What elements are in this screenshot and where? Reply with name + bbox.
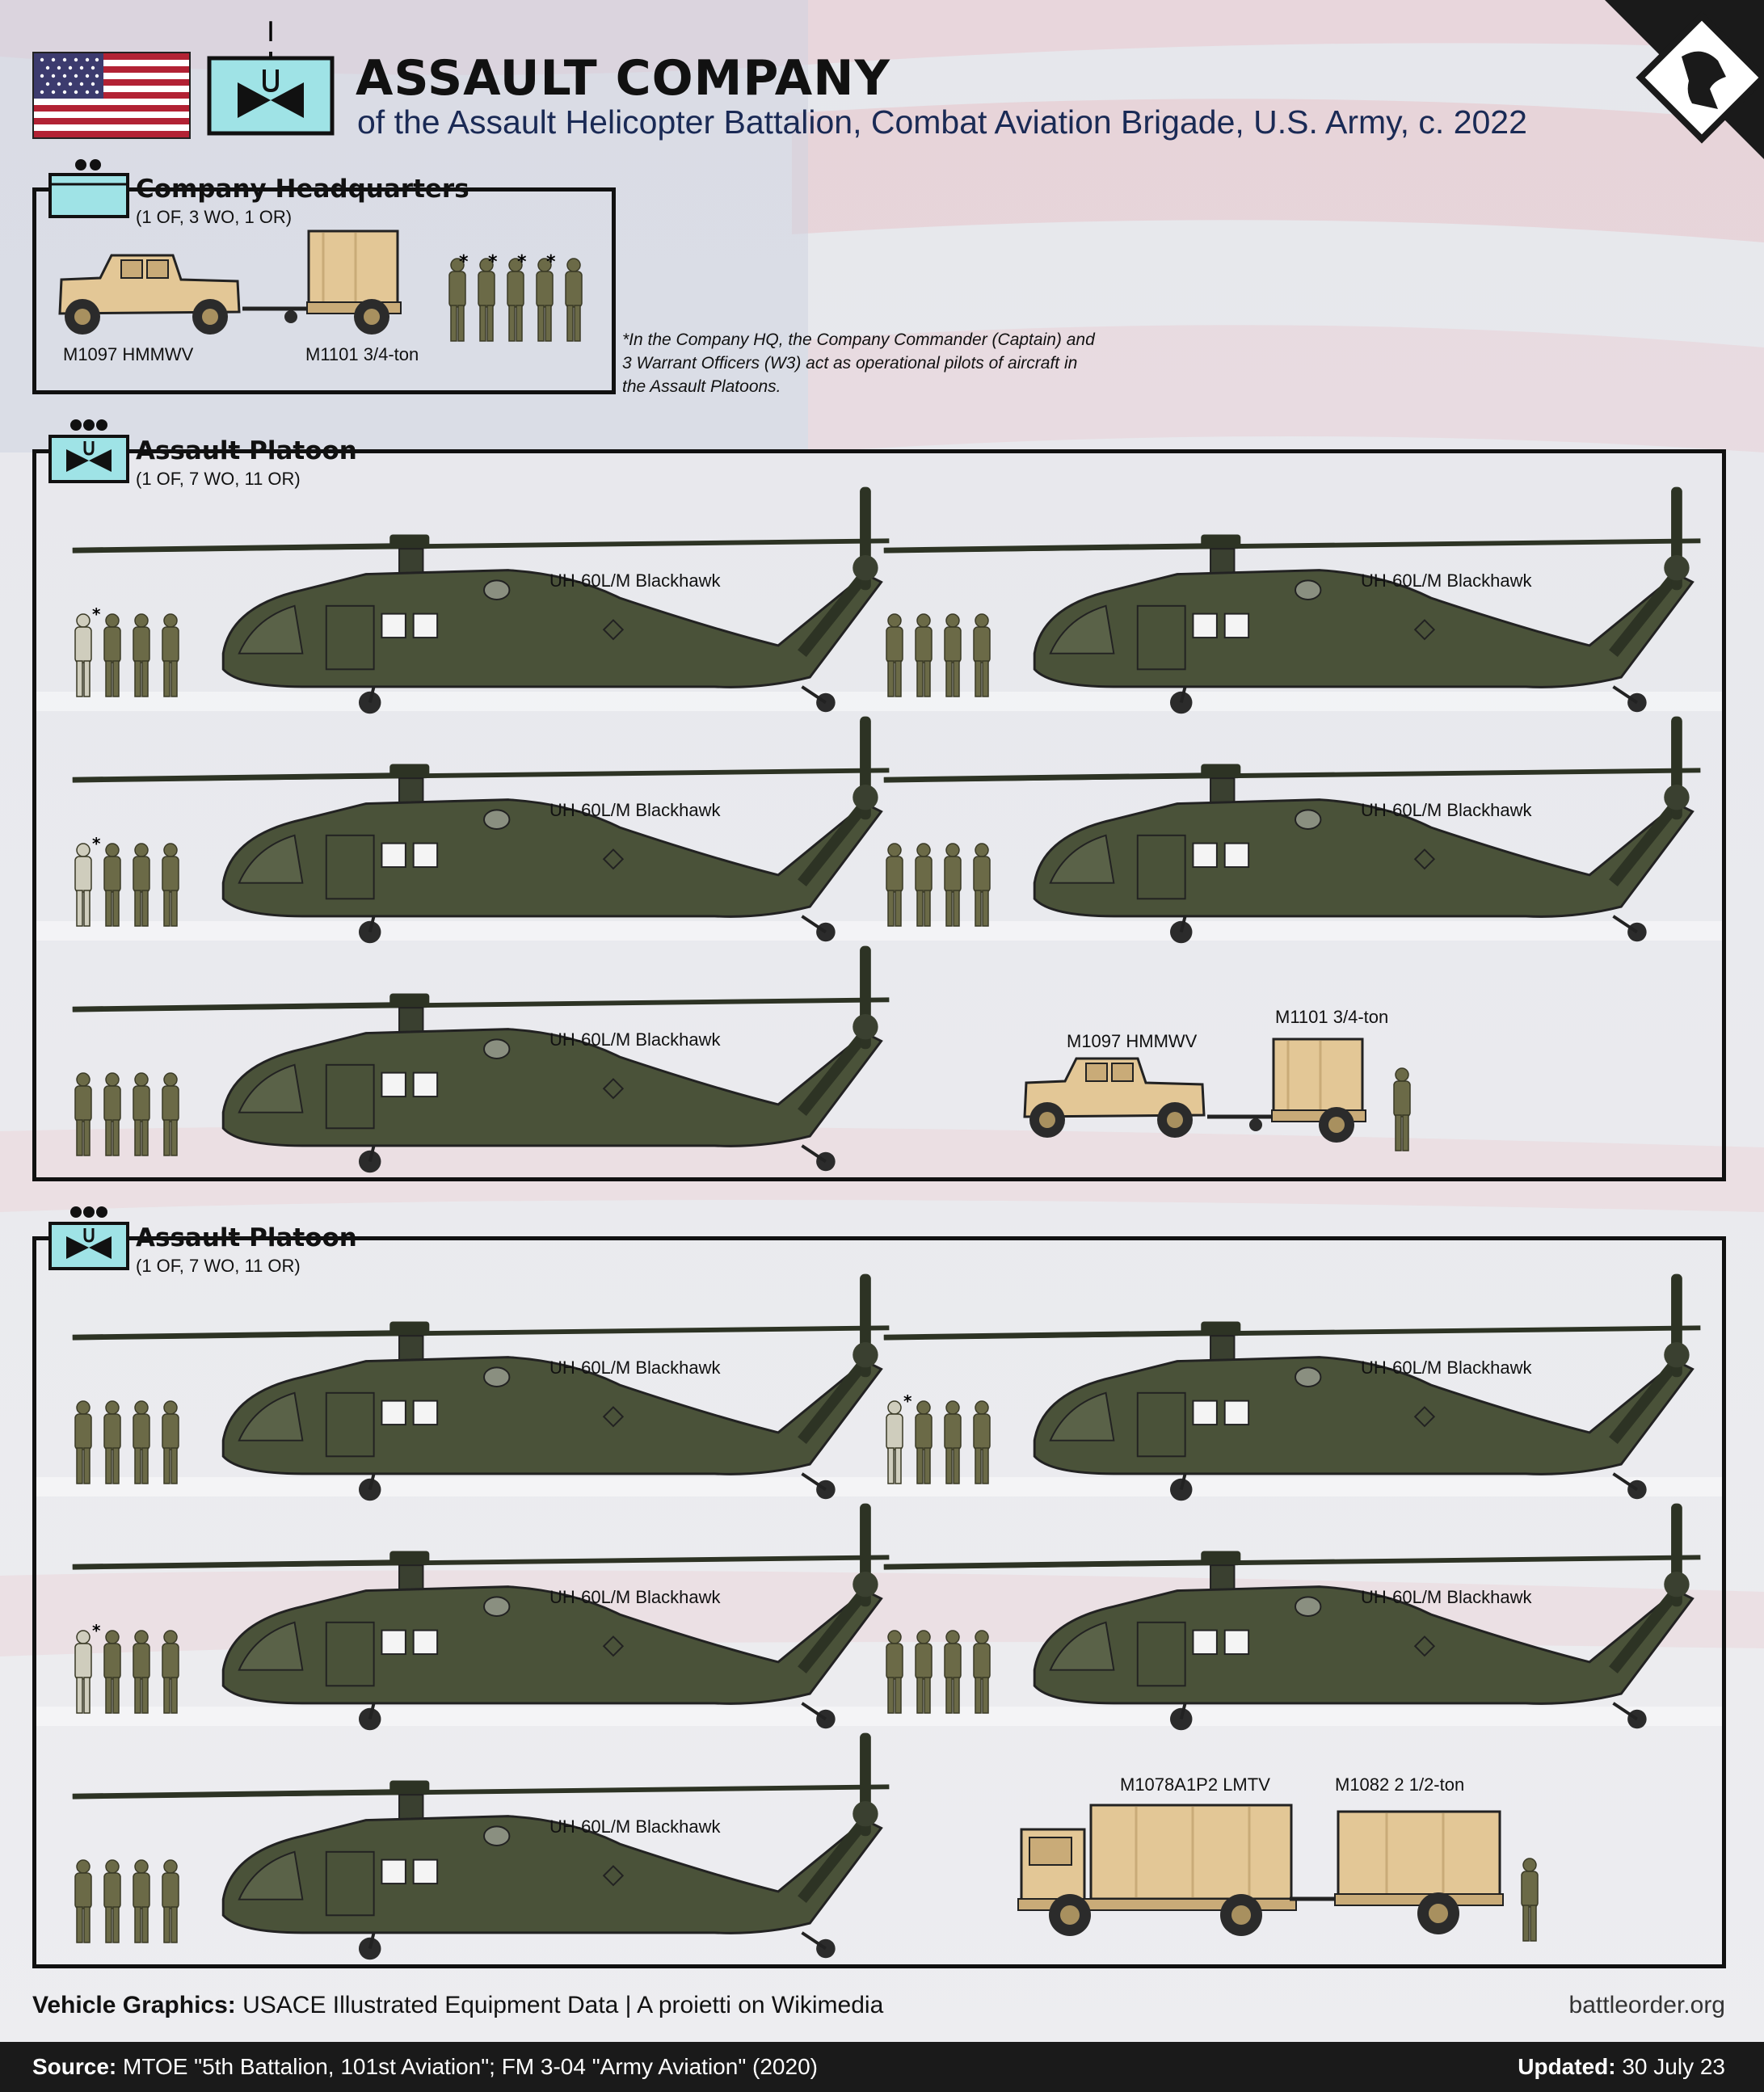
asterisk-mark: * (92, 834, 101, 853)
crew-soldiers (886, 1400, 991, 1484)
company-hq-symbol-icon (48, 159, 129, 218)
platoon-2-vehicle-label-lmtv: M1078A1P2 LMTV (1120, 1774, 1270, 1795)
source-label: Source: (32, 2054, 117, 2079)
helicopter-icon (883, 486, 1701, 714)
platoon-1-title: Assault Platoon (136, 436, 357, 465)
platoon-symbol-icon (48, 1206, 129, 1270)
aircraft-label: UH-60L/M Blackhawk (1361, 800, 1532, 820)
helicopter-icon (72, 1503, 890, 1731)
hq-note-line: 3 Warrant Officers (W3) act as operation… (622, 354, 1078, 373)
platoon-1-vehicle-label-hmmwv: M1097 HMMWV (1067, 1031, 1198, 1051)
aircraft-label: UH-60L/M Blackhawk (1361, 570, 1532, 591)
crew-soldiers (74, 1630, 179, 1714)
platoon-1-vehicle-label-trailer: M1101 3/4-ton (1275, 1007, 1389, 1027)
aircraft-label: UH-60L/M Blackhawk (549, 1029, 721, 1050)
asterisk-mark: * (488, 252, 498, 272)
platoon-1-box (32, 449, 1726, 1181)
platoon-1-strength: (1 OF, 7 WO, 11 OR) (136, 469, 301, 489)
updated-label: Updated: (1518, 2054, 1616, 2079)
aircraft-label: UH-60L/M Blackhawk (549, 1816, 721, 1837)
platoon-2-title: Assault Platoon (136, 1223, 357, 1252)
company-hq-strength: (1 OF, 3 WO, 1 OR) (136, 207, 293, 227)
aircraft-label: UH-60L/M Blackhawk (549, 570, 721, 591)
hmmwv-icon (1023, 1057, 1206, 1138)
bottom-bar (0, 2042, 1764, 2092)
helicopter-icon (883, 1503, 1701, 1731)
aircraft-label: UH-60L/M Blackhawk (549, 1357, 721, 1378)
hq-note-line: the Assault Platoons. (622, 377, 781, 396)
company-hq-box (32, 187, 616, 394)
helicopter-icon (72, 716, 890, 944)
hq-note-line: *In the Company HQ, the Company Commande… (622, 330, 1095, 349)
soldier-icon (1393, 1067, 1411, 1151)
crew-soldiers (886, 1630, 991, 1714)
asterisk-mark: * (92, 604, 101, 624)
helicopter-icon (72, 945, 890, 1173)
hq-vehicle-label-hmmwv: M1097 HMMWV (63, 344, 194, 364)
footer-credit: Vehicle Graphics: USACE Illustrated Equi… (32, 1992, 883, 2019)
crew-soldiers (886, 613, 991, 697)
trailer-icon (1290, 1810, 1504, 1934)
updated-line: Updated: 30 July 23 (1518, 2054, 1725, 2080)
trailer-icon (242, 229, 402, 335)
row-divider (36, 921, 1722, 941)
aircraft-label: UH-60L/M Blackhawk (549, 1587, 721, 1607)
echelon-mark: I (267, 16, 276, 48)
row-divider (36, 692, 1722, 711)
source-line: Source: MTOE "5th Battalion, 101st Aviat… (32, 2054, 818, 2080)
crew-soldiers (74, 843, 179, 927)
hq-note: *In the Company HQ, the Company Commande… (622, 328, 1188, 398)
crew-soldiers (886, 843, 991, 927)
crew-soldiers (74, 1859, 179, 1943)
source-text: MTOE "5th Battalion, 101st Aviation"; FM… (116, 2054, 818, 2079)
crew-soldiers (74, 1400, 179, 1484)
helicopter-icon (883, 1273, 1701, 1501)
soldier-icon (1521, 1858, 1539, 1942)
asterisk-mark: * (517, 252, 527, 272)
hmmwv-icon (58, 254, 241, 335)
row-divider (36, 1477, 1722, 1496)
hq-vehicle-label-trailer: M1101 3/4-ton (305, 344, 419, 364)
platoon-2-vehicle-label-trailer: M1082 2 1/2-ton (1335, 1774, 1465, 1795)
truck-icon (1017, 1804, 1297, 1936)
crew-soldiers (74, 1072, 179, 1156)
row-divider (36, 1707, 1722, 1726)
company-hq-title: Company Headquarters (136, 175, 469, 204)
helicopter-icon (72, 1273, 890, 1501)
trailer-icon (1207, 1038, 1366, 1143)
asterisk-mark: * (459, 252, 469, 272)
site-link[interactable]: battleorder.org (1568, 1992, 1725, 2018)
asterisk-mark: * (546, 252, 556, 272)
battleorder-logo-icon (1605, 0, 1764, 159)
page-subtitle: of the Assault Helicopter Battalion, Com… (357, 103, 1527, 141)
aircraft-label: UH-60L/M Blackhawk (549, 800, 721, 820)
us-flag-icon (32, 52, 191, 139)
helicopter-icon (72, 1732, 890, 1960)
asterisk-mark: * (92, 1621, 101, 1640)
credit-label: Vehicle Graphics: (32, 1992, 236, 2018)
unit-symbol-icon (207, 50, 335, 136)
helicopter-icon (72, 486, 890, 714)
hq-soldiers (448, 258, 583, 342)
platoon-2-box (32, 1236, 1726, 1968)
page-title: ASSAULT COMPANY (356, 50, 890, 107)
crew-soldiers (74, 613, 179, 697)
aircraft-label: UH-60L/M Blackhawk (1361, 1587, 1532, 1607)
credit-text: USACE Illustrated Equipment Data | A pro… (235, 1992, 884, 2018)
aircraft-label: UH-60L/M Blackhawk (1361, 1357, 1532, 1378)
helicopter-icon (883, 716, 1701, 944)
updated-text: 30 July 23 (1615, 2054, 1725, 2079)
platoon-2-strength: (1 OF, 7 WO, 11 OR) (136, 1256, 301, 1276)
platoon-symbol-icon (48, 419, 129, 483)
asterisk-mark: * (903, 1391, 912, 1411)
